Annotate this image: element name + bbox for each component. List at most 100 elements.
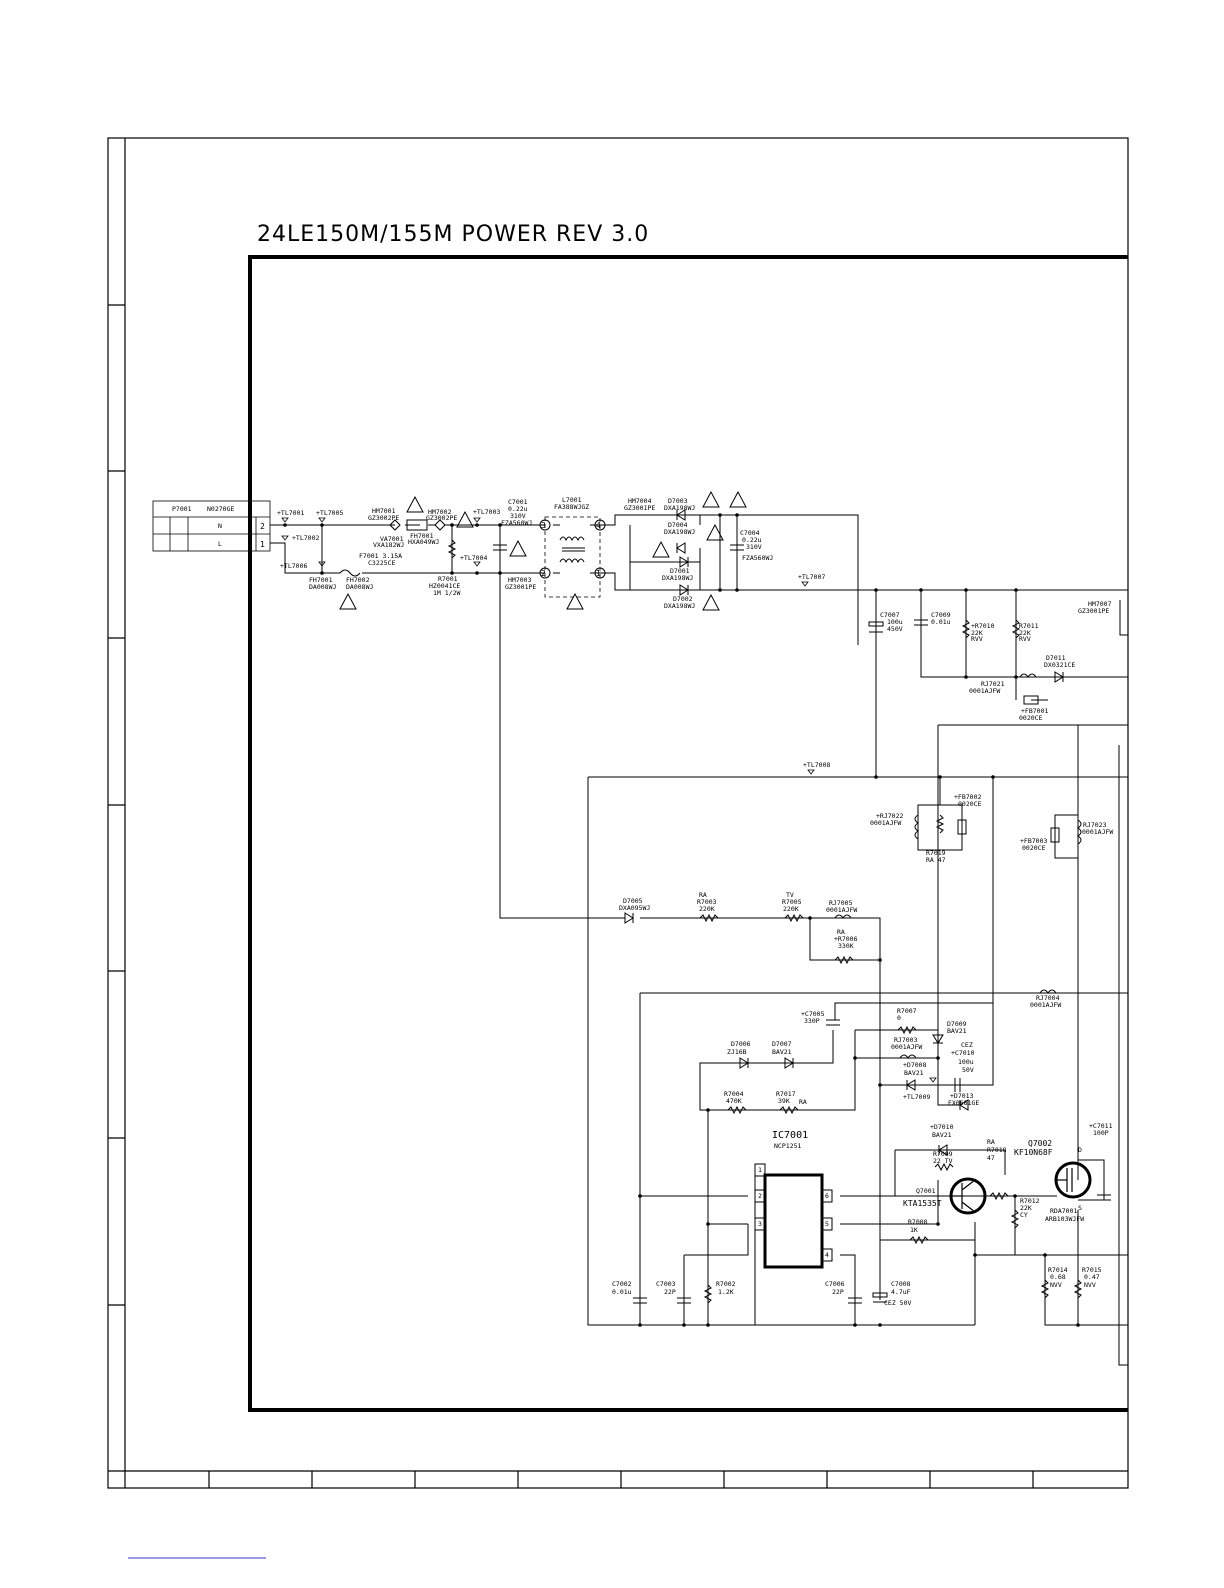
label-fh7001t: FH7001: [410, 532, 434, 540]
label-rj7021p: 0001AJFW: [969, 687, 1000, 695]
label-c7004c: FZA560WJ: [742, 554, 773, 562]
label-hm7001: HM7001: [372, 507, 396, 515]
label-hm7007: HM7007: [1088, 600, 1112, 608]
label-c7001b: 310V: [510, 512, 526, 520]
label-r7011: R7011: [1019, 622, 1039, 630]
label-d7011p: DX0321CE: [1044, 661, 1075, 669]
connector-pin-l: L: [218, 540, 222, 548]
label-c7008a: 4.7uF: [891, 1288, 911, 1296]
ic-pin6: 6: [825, 1192, 829, 1200]
label-d7003p: DXA198WJ: [664, 504, 695, 512]
label-fb7001: +FB7001: [1021, 707, 1048, 715]
label-d7006: D7006: [731, 1040, 751, 1048]
label-c7010: +C7010: [951, 1049, 975, 1057]
label-fb7001p: 0020CE: [1019, 714, 1043, 722]
label-d7001p: DXA198WJ: [662, 574, 693, 582]
label-d7002p: DXA198WJ: [664, 602, 695, 610]
label-r7009p: 22 TV: [933, 1157, 953, 1165]
label-l-p4: 4: [596, 521, 601, 530]
label-c7011p: 100P: [1093, 1129, 1109, 1137]
label-r7001p: HZ0041CE: [429, 582, 460, 590]
label-va7001: VA7001: [380, 535, 404, 543]
label-d7011: D7011: [1046, 654, 1066, 662]
label-fh7001: FH7001: [309, 576, 333, 584]
label-fh7001tp: HXA049WJ: [408, 538, 439, 546]
label-c7002p: 0.01u: [612, 1288, 632, 1296]
label-r7015b: NVV: [1084, 1281, 1096, 1289]
q7002-source: S: [1078, 1204, 1082, 1212]
frame: [107, 137, 1129, 1489]
test-point-icon: [281, 517, 937, 1083]
label-l-p2: 2: [541, 569, 546, 578]
label-c7005: +C7005: [801, 1010, 825, 1018]
label-rj7004p: 0001AJFW: [1030, 1001, 1061, 1009]
label-r7012b: CY: [1020, 1211, 1028, 1219]
label-l7001: L7001: [562, 496, 582, 504]
label-r7001: R7001: [438, 575, 458, 583]
warning-icon: [339, 490, 747, 611]
label-r7014: R7014: [1048, 1266, 1068, 1274]
label-r7018: R7018: [987, 1146, 1007, 1154]
label-d7010: +D7010: [930, 1123, 954, 1131]
label-r7014a: 0.68: [1050, 1273, 1066, 1281]
label-r7001v: 1M 1/2W: [433, 589, 460, 597]
label-r7007: R7007: [897, 1007, 917, 1015]
label-r7019p: RA 47: [926, 856, 946, 864]
label-c7008: C7008: [891, 1280, 911, 1288]
label-d7004p: DXA198WJ: [664, 528, 695, 536]
label-c7010a: 100u: [958, 1058, 974, 1066]
label-r7015: R7015: [1082, 1266, 1102, 1274]
label-rj7004: RJ7004: [1036, 994, 1060, 1002]
label-q7002p: KF10N68F: [1014, 1148, 1053, 1157]
label-r7003p: 220K: [699, 905, 715, 913]
label-r7007p: 0: [897, 1014, 901, 1022]
label-r7011b: RVV: [1019, 635, 1031, 643]
label-d7013: +D7013: [950, 1092, 974, 1100]
label-hm7007p: GZ3001PE: [1078, 607, 1109, 615]
label-r7018ra: RA: [987, 1138, 995, 1146]
ic7001-pins: [754, 1163, 833, 1262]
q7002-drain: D: [1078, 1146, 1082, 1154]
label-d7006p: ZJ16B: [727, 1048, 747, 1056]
label-rda7001p: ARB103WJFW: [1045, 1215, 1084, 1223]
label-d7005: D7005: [623, 897, 643, 905]
label-rda7001: RDA7001: [1050, 1207, 1077, 1215]
label-l-p3: 3: [541, 521, 546, 530]
label-r7006ra: RA: [837, 928, 845, 936]
ic-pin1: 1: [758, 1166, 762, 1174]
junction-dots: [283, 513, 1080, 1327]
label-d7007p: BAV21: [772, 1048, 792, 1056]
label-r7003: R7003: [697, 898, 717, 906]
label-rj7005: RJ7005: [829, 899, 853, 907]
label-hm7004p: GZ3001PE: [624, 504, 655, 512]
label-f7001p: C3225CE: [368, 559, 395, 567]
ic-pin5: 5: [825, 1220, 829, 1228]
label-l7001p: FA388WJGZ: [554, 503, 589, 511]
label-d7004: D7004: [668, 521, 688, 529]
label-d7001: D7001: [670, 567, 690, 575]
connector-p7001: [152, 500, 271, 552]
connector-part: N0270GE: [207, 505, 234, 513]
label-r7012a: 22K: [1020, 1204, 1032, 1212]
label-tl7008: +TL7008: [803, 761, 830, 769]
label-c7001c: FZA560WJ: [501, 519, 532, 527]
label-c7004a: 0.22u: [742, 536, 762, 544]
label-c7003: C7003: [656, 1280, 676, 1288]
label-c7005p: 330P: [804, 1017, 820, 1025]
label-tl7003: +TL7003: [473, 508, 500, 516]
label-d7009p: BAV21: [947, 1027, 967, 1035]
label-r7008: R7008: [908, 1218, 928, 1226]
page-title: 24LE150M/155M POWER REV 3.0: [257, 222, 650, 247]
label-r7019: R7019: [926, 849, 946, 857]
label-r7002: R7002: [716, 1280, 736, 1288]
label-hm7003: HM7003: [508, 576, 532, 584]
label-fb7002: +FB7002: [954, 793, 981, 801]
label-r7005: R7005: [782, 898, 802, 906]
label-ic7001p: NCP1251: [774, 1142, 801, 1150]
label-q7001: Q7001: [916, 1187, 936, 1195]
label-r7006: +R7006: [834, 935, 858, 943]
label-tl7001: +TL7001: [277, 509, 304, 517]
label-rj7023p: 0001AJFW: [1082, 828, 1113, 836]
label-r7005p: 220K: [783, 905, 799, 913]
